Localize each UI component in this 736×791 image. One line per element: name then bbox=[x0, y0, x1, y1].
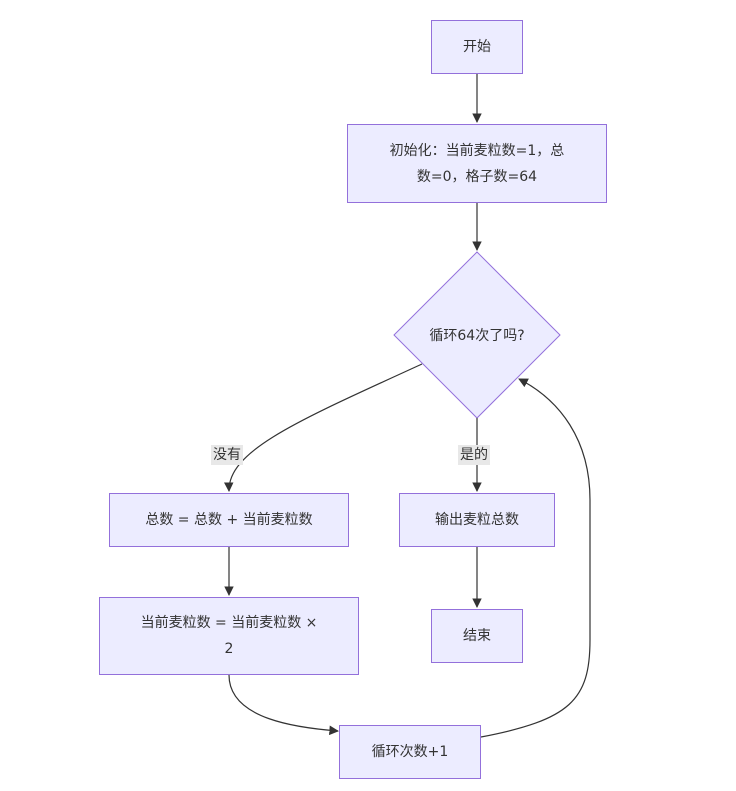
output-node: 输出麦粒总数 bbox=[399, 493, 555, 547]
init-node-line2: 数=0，格子数=64 bbox=[416, 168, 538, 185]
edge-label-yes-text: 是的 bbox=[460, 447, 488, 463]
edge-increment-to-decision bbox=[480, 378, 591, 738]
edge-label-no: 没有 bbox=[211, 445, 243, 465]
output-node-label: 输出麦粒总数 bbox=[435, 512, 519, 528]
start-node-label: 开始 bbox=[463, 39, 491, 55]
double-node: 当前麦粒数 = 当前麦粒数 × 2 bbox=[99, 597, 359, 675]
double-node-line2: 2 bbox=[224, 641, 234, 657]
decision-node-label: 循环64次了吗? bbox=[429, 328, 525, 344]
end-node-label: 结束 bbox=[463, 628, 491, 644]
add-total-node-label: 总数 = 总数 + 当前麦粒数 bbox=[145, 512, 313, 528]
edge-decision-to-add-total bbox=[224, 363, 423, 492]
start-node: 开始 bbox=[431, 20, 523, 74]
init-node: 初始化：当前麦粒数=1，总 数=0，格子数=64 bbox=[347, 124, 607, 203]
init-node-line1: 初始化：当前麦粒数=1，总 bbox=[389, 142, 565, 159]
edge-double-to-increment bbox=[228, 674, 339, 736]
double-node-line1: 当前麦粒数 = 当前麦粒数 × bbox=[140, 615, 318, 631]
edge-label-no-text: 没有 bbox=[213, 447, 241, 463]
end-node: 结束 bbox=[431, 609, 523, 663]
increment-node-label: 循环次数+1 bbox=[371, 744, 449, 760]
decision-node-label-wrap: 循环64次了吗? bbox=[394, 318, 560, 352]
increment-node: 循环次数+1 bbox=[339, 725, 481, 779]
add-total-node: 总数 = 总数 + 当前麦粒数 bbox=[109, 493, 349, 547]
edge-label-yes: 是的 bbox=[458, 445, 490, 465]
